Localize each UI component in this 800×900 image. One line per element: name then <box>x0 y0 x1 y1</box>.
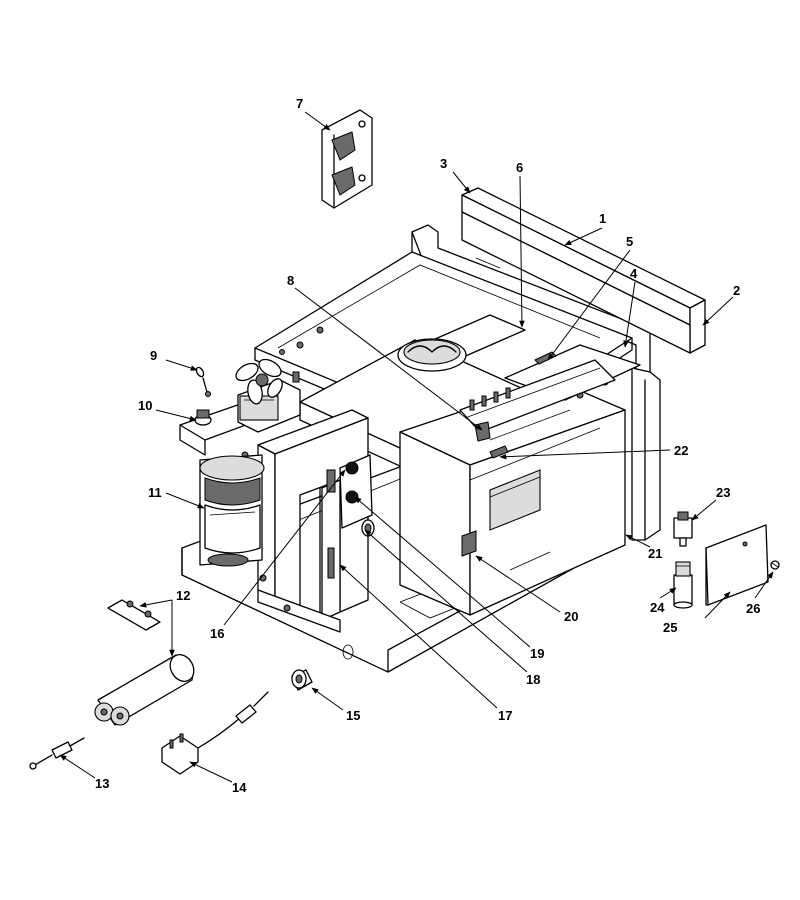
shield-plate <box>705 524 769 606</box>
callout-4: 4 <box>630 266 638 281</box>
right-side-wall <box>631 367 661 541</box>
fan-blade <box>235 358 283 405</box>
fan-motor <box>235 358 301 433</box>
callout-24: 24 <box>650 600 665 615</box>
capacitor-bracket <box>107 599 161 631</box>
vent-grille <box>489 469 541 531</box>
thermostat <box>194 409 212 426</box>
callout-25: 25 <box>663 620 677 635</box>
callout-8: 8 <box>287 273 294 288</box>
callout-7: 7 <box>296 96 303 111</box>
callout-18: 18 <box>526 672 540 687</box>
callout-19: 19 <box>530 646 544 661</box>
callout-23: 23 <box>716 485 730 500</box>
callout-13: 13 <box>95 776 109 791</box>
trim-bar <box>461 187 706 354</box>
callout-11: 11 <box>148 485 162 500</box>
thermal-fuse <box>195 366 211 397</box>
callout-20: 20 <box>564 609 578 624</box>
power-cord <box>161 691 269 775</box>
interlock-switches <box>326 454 375 579</box>
callout-2: 2 <box>733 283 740 298</box>
callout-5: 5 <box>626 234 633 249</box>
leader-lines <box>59 111 774 783</box>
callout-6: 6 <box>516 160 523 175</box>
callout-3: 3 <box>440 156 447 171</box>
hv-diode <box>29 737 85 770</box>
callout-17: 17 <box>498 708 512 723</box>
ferrite-core <box>291 669 313 691</box>
callout-16: 16 <box>210 626 224 641</box>
callout-1: 1 <box>599 211 606 226</box>
oven-cavity <box>399 379 626 616</box>
fuse-holder <box>673 561 693 609</box>
callout-22: 22 <box>674 443 688 458</box>
callout-26: 26 <box>746 601 760 616</box>
callout-12: 12 <box>176 588 190 603</box>
callout-15: 15 <box>346 708 360 723</box>
callout-14: 14 <box>232 780 247 795</box>
high-voltage-transformer <box>199 454 265 567</box>
callout-21: 21 <box>648 546 662 561</box>
callout-10: 10 <box>138 398 152 413</box>
power-switch <box>673 511 693 547</box>
hv-capacitor <box>94 654 195 726</box>
door-latch-bracket <box>321 109 373 209</box>
callout-9: 9 <box>150 348 157 363</box>
callout-labels: 1 2 3 4 5 6 7 8 9 10 11 12 13 14 15 16 1… <box>95 96 760 795</box>
screw <box>770 560 780 570</box>
